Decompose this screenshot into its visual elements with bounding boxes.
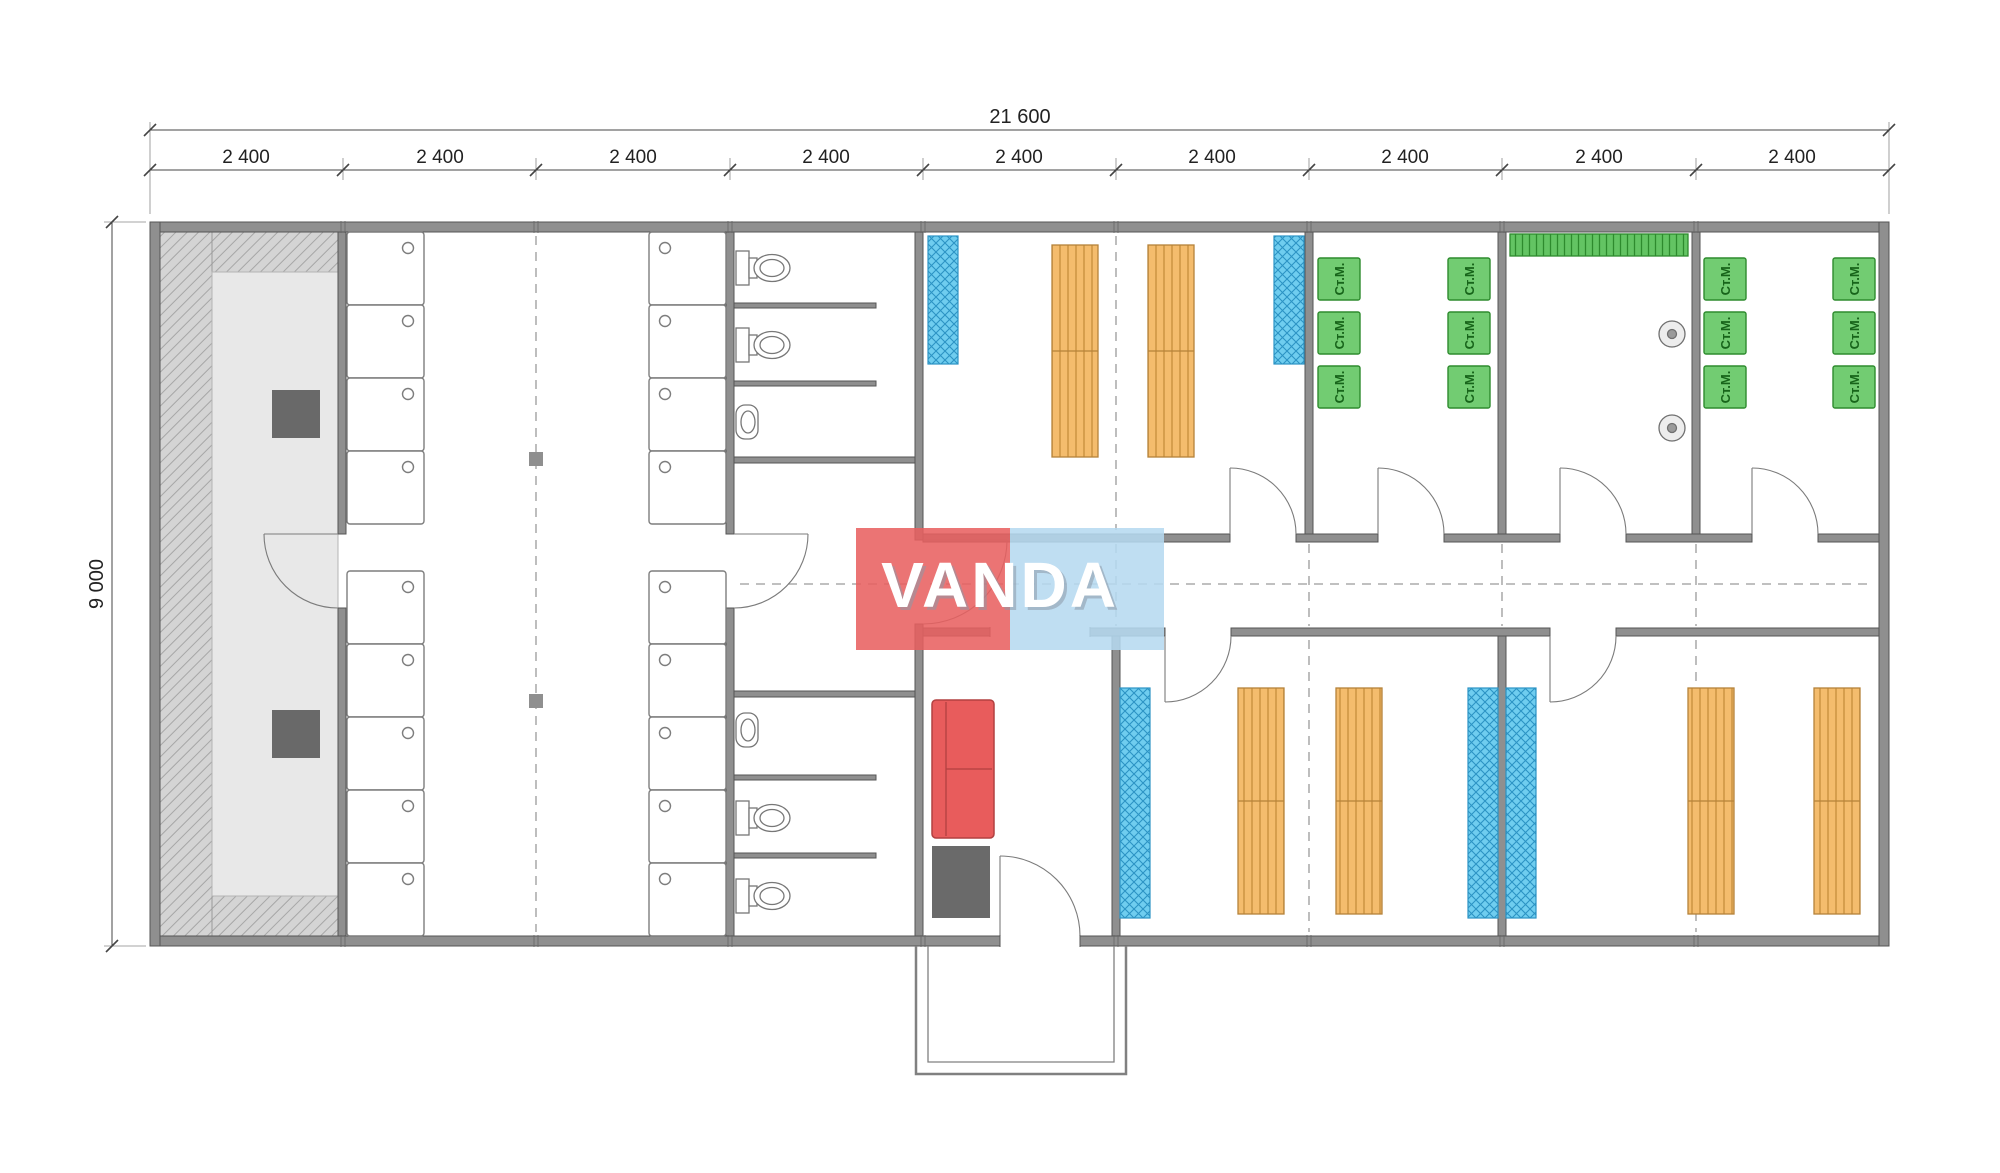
watermark-text: VANDA xyxy=(881,549,1119,621)
dimension-total-width xyxy=(143,123,1896,137)
dimension-height-label: 9 000 xyxy=(86,559,108,609)
dimension-segments-line xyxy=(143,163,1896,177)
entrance-porch xyxy=(914,946,1128,1076)
dimension-segment-label: 2 400 xyxy=(1381,147,1429,168)
washing-machine xyxy=(1703,311,1747,355)
floor-drains xyxy=(529,452,543,708)
watermark-text-shadow: VANDA xyxy=(884,552,1122,624)
bench xyxy=(272,390,320,438)
door-room-top-4 xyxy=(1751,467,1819,535)
round-stool xyxy=(1658,414,1686,442)
door-sauna xyxy=(263,533,339,609)
door-room-top-2 xyxy=(1377,467,1445,535)
dimension-segment-label: 2 400 xyxy=(1188,147,1236,168)
dimension-segment-label: 2 400 xyxy=(1768,147,1816,168)
bunk-bed xyxy=(1687,687,1735,915)
washing-machine-label: Ст.М. xyxy=(1847,371,1862,404)
watermark: VANDA VANDA xyxy=(856,528,1164,650)
toilet xyxy=(735,800,791,836)
dimension-segment-label: 2 400 xyxy=(222,147,270,168)
washing-machine-label: Ст.М. xyxy=(1847,263,1862,296)
washing-machine xyxy=(1317,311,1361,355)
door-room-bottom-2 xyxy=(1549,635,1617,703)
washing-machine-label: Ст.М. xyxy=(1462,263,1477,296)
shower-cabins xyxy=(346,231,727,937)
washing-machine-label: Ст.М. xyxy=(1718,371,1733,404)
washing-machine-label: Ст.М. xyxy=(1462,371,1477,404)
toilet xyxy=(735,327,791,363)
bunk-beds xyxy=(1051,244,1861,915)
wall-top xyxy=(149,221,1890,233)
door-room-top-1 xyxy=(1229,467,1297,535)
watermark-red-block xyxy=(856,528,1010,650)
locker xyxy=(927,235,959,365)
wall-right xyxy=(1878,221,1890,947)
washing-machine-label: Ст.М. xyxy=(1847,317,1862,350)
washing-machines xyxy=(1317,257,1876,409)
watermark-blue-block xyxy=(1010,528,1164,650)
sink xyxy=(735,404,759,440)
washing-machine-label: Ст.М. xyxy=(1332,263,1347,296)
locker xyxy=(1119,687,1151,919)
washing-machine-label: Ст.М. xyxy=(1718,263,1733,296)
door-room-top-3 xyxy=(1559,467,1627,535)
toilets xyxy=(735,250,791,914)
washing-machine-label: Ст.М. xyxy=(1332,371,1347,404)
sink xyxy=(735,712,759,748)
dimension-height-line xyxy=(105,215,119,953)
bunk-bed xyxy=(1813,687,1861,915)
dimension-total-width-label: 21 600 xyxy=(989,106,1050,128)
washing-machine xyxy=(1832,365,1876,409)
washing-machine-labels: Ст.М. Ст.М. Ст.М. Ст.М. Ст.М. Ст.М. Ст.М… xyxy=(1332,263,1862,404)
entrance-hall xyxy=(931,699,995,918)
washing-machine xyxy=(1832,311,1876,355)
sofa xyxy=(931,699,995,839)
bunk-bed xyxy=(1335,687,1383,915)
wall-bottom-right xyxy=(1079,935,1890,947)
dimension-segment-label: 2 400 xyxy=(995,147,1043,168)
washing-machine xyxy=(1832,257,1876,301)
drying-room xyxy=(1509,233,1689,442)
washing-machine-label: Ст.М. xyxy=(1718,317,1733,350)
dimension-segment-label: 2 400 xyxy=(802,147,850,168)
axis-lines xyxy=(535,236,1874,932)
dimension-lines xyxy=(104,122,1896,953)
washing-machine xyxy=(1703,257,1747,301)
washing-machine xyxy=(1447,257,1491,301)
dimension-segment-label: 2 400 xyxy=(609,147,657,168)
lockers xyxy=(927,235,1537,919)
drying-rack xyxy=(1509,233,1689,257)
washing-machine-label: Ст.М. xyxy=(1332,317,1347,350)
door-main-entrance xyxy=(999,855,1081,937)
bunk-bed xyxy=(1147,244,1195,458)
bunk-bed xyxy=(1051,244,1099,458)
washing-machine xyxy=(1703,365,1747,409)
round-stool xyxy=(1658,320,1686,348)
locker xyxy=(1273,235,1305,365)
toilet xyxy=(735,878,791,914)
washing-machine xyxy=(1317,257,1361,301)
washing-machine xyxy=(1447,365,1491,409)
panel-joints xyxy=(340,221,1699,947)
door-room-bottom-1 xyxy=(1164,635,1232,703)
wall-left xyxy=(149,221,161,947)
dimension-segment-label: 2 400 xyxy=(416,147,464,168)
washing-machine xyxy=(1317,365,1361,409)
wall-bottom-left xyxy=(149,935,1001,947)
coffee-table xyxy=(932,846,990,918)
sauna-room xyxy=(159,231,339,937)
washing-machine-label: Ст.М. xyxy=(1462,317,1477,350)
door-wc-lobby xyxy=(733,533,809,609)
dimension-segment-label: 2 400 xyxy=(1575,147,1623,168)
washing-machine xyxy=(1447,311,1491,355)
opening-jambs xyxy=(989,627,1091,947)
locker xyxy=(1467,687,1499,919)
toilet xyxy=(735,250,791,286)
bunk-bed xyxy=(1237,687,1285,915)
locker xyxy=(1505,687,1537,919)
bench xyxy=(272,710,320,758)
